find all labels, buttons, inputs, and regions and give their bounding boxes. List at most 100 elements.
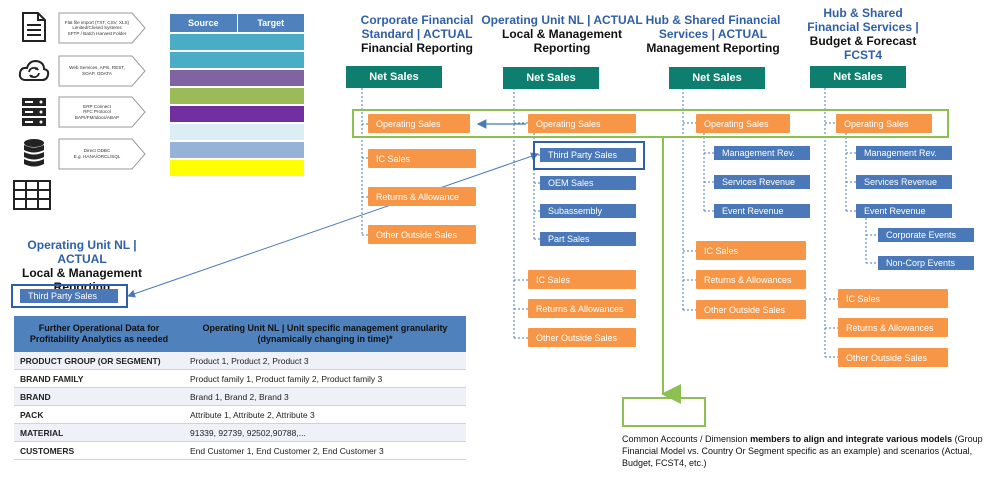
detail-box-highlight bbox=[11, 284, 128, 308]
operating-sales-box: Operating Sales bbox=[528, 114, 636, 133]
source-line: Web Services, APIs, REST, bbox=[69, 65, 125, 71]
mapping-row bbox=[170, 124, 304, 140]
ic-sales-box: IC Sales bbox=[696, 241, 806, 260]
net-sales-box: Net Sales bbox=[346, 66, 442, 88]
title-blue: Corporate Financial Standard | ACTUAL bbox=[360, 13, 474, 41]
column-title-opunit: Operating Unit NL | ACTUAL Local & Manag… bbox=[480, 13, 644, 55]
server-icon bbox=[18, 97, 50, 127]
returns-allowances-box: Returns & Allowances bbox=[528, 299, 636, 318]
source-line: SFTP / Batch Harvest Folder bbox=[67, 30, 127, 36]
row-dimension: PACK bbox=[14, 405, 184, 424]
mapping-row bbox=[170, 34, 304, 50]
legend-bold: members to align and integrate various m… bbox=[750, 434, 953, 444]
row-values: End Customer 1, End Customer 2, End Cust… bbox=[184, 441, 466, 460]
net-sales-box: Net Sales bbox=[503, 67, 599, 89]
other-outside-sales-box: Other Outside Sales bbox=[368, 225, 476, 244]
operating-sales-box: Operating Sales bbox=[836, 114, 932, 133]
source-line: BAPI/FM/Idocs/ABAP bbox=[74, 114, 120, 120]
ic-sales-box: IC Sales bbox=[368, 149, 476, 168]
table-row: PRODUCT GROUP (OR SEGMENT)Product 1, Pro… bbox=[14, 352, 466, 370]
source-arrow-webservices: Web Services, APIs, REST,SOAP, ODATA bbox=[58, 55, 146, 87]
source-line: Limited/Closed Systems bbox=[72, 25, 122, 31]
title-blue-2: FCST4 bbox=[843, 48, 882, 62]
net-sales-box: Net Sales bbox=[669, 67, 765, 89]
table-header: Operating Unit NL | Unit specific manage… bbox=[184, 316, 466, 352]
row-dimension: PRODUCT GROUP (OR SEGMENT) bbox=[14, 352, 184, 370]
title-dark: Local & Management Reporting bbox=[501, 27, 623, 55]
operating-sales-box: Operating Sales bbox=[696, 114, 790, 133]
returns-allowance-box: Returns & Allowance bbox=[368, 187, 476, 206]
source-line: E.g. HANA/ORCL/SQL bbox=[73, 154, 121, 159]
title-blue: Hub & Shared Financial Services | bbox=[807, 6, 919, 34]
ic-sales-box: IC Sales bbox=[838, 289, 948, 308]
title-dark: Management Reporting bbox=[646, 41, 780, 55]
row-values: Product 1, Product 2, Product 3 bbox=[184, 352, 466, 370]
row-values: Product family 1, Product family 2, Prod… bbox=[184, 369, 466, 388]
management-rev-box: Management Rev. bbox=[856, 146, 952, 160]
oem-sales-box: OEM Sales bbox=[540, 176, 636, 190]
third-party-sales-box: Third Party Sales bbox=[540, 148, 636, 162]
table-header: Further Operational Data for Profitabili… bbox=[14, 316, 184, 352]
source-column-label: Source bbox=[187, 18, 219, 28]
subassembly-box: Subassembly bbox=[540, 204, 636, 218]
legend-plain: Common Accounts / Dimension bbox=[622, 434, 751, 444]
title-dark: Financial Reporting bbox=[360, 41, 473, 55]
mapping-row bbox=[170, 52, 304, 68]
mapping-row bbox=[170, 106, 304, 122]
net-sales-box: Net Sales bbox=[810, 66, 906, 88]
legend-text: Common Accounts / Dimension members to a… bbox=[622, 433, 990, 469]
other-outside-sales-box: Other Outside Sales bbox=[528, 328, 636, 347]
document-icon bbox=[18, 12, 50, 42]
title-dark: Budget & Forecast bbox=[809, 34, 917, 48]
operating-sales-box: Operating Sales bbox=[368, 114, 470, 133]
event-revenue-box: Event Revenue bbox=[714, 204, 810, 218]
mapping-row bbox=[170, 88, 304, 104]
mapping-row bbox=[170, 142, 304, 158]
third-party-sales-highlight bbox=[533, 141, 645, 170]
source-line: SOAP, ODATA bbox=[82, 71, 112, 76]
source-line: Flat file import (TXT, CSV, XLS) bbox=[64, 19, 130, 25]
row-values: Brand 1, Brand 2, Brand 3 bbox=[184, 387, 466, 406]
source-line: Direct ODBC bbox=[83, 148, 111, 154]
event-revenue-box: Event Revenue bbox=[856, 204, 952, 218]
row-values: Attribute 1, Attribute 2, Attribute 3 bbox=[184, 405, 466, 424]
title-blue: Operating Unit NL | ACTUAL bbox=[481, 13, 643, 27]
source-line: RFC Protocol bbox=[83, 109, 111, 115]
mapping-row bbox=[170, 70, 304, 86]
cloud-sync-icon bbox=[18, 56, 50, 86]
returns-allowances-box: Returns & Allowances bbox=[696, 270, 806, 289]
row-dimension: BRAND FAMILY bbox=[14, 369, 184, 388]
other-outside-sales-box: Other Outside Sales bbox=[838, 348, 948, 367]
common-accounts-band bbox=[352, 109, 949, 138]
title-blue: Hub & Shared Financial Services | ACTUAL bbox=[645, 13, 781, 41]
part-sales-box: Part Sales bbox=[540, 232, 636, 246]
legend-rest: (Group Financial Model vs. Country Or Se… bbox=[622, 434, 983, 468]
mapping-row bbox=[170, 160, 304, 176]
title-blue: Operating Unit NL | ACTUAL bbox=[27, 238, 137, 266]
row-values: 91339, 92739, 92502,90788,... bbox=[184, 423, 466, 442]
third-party-sales-detail-box: Third Party Sales bbox=[20, 289, 118, 303]
source-arrow-flatfile: Flat file import (TXT, CSV, XLS)Limited/… bbox=[58, 12, 146, 44]
operational-data-table: Further Operational Data for Profitabili… bbox=[14, 316, 466, 460]
row-dimension: CUSTOMERS bbox=[14, 441, 184, 460]
table-grid-icon bbox=[12, 180, 52, 210]
returns-allowances-box: Returns & Allowances bbox=[838, 318, 948, 337]
ic-sales-box: IC Sales bbox=[528, 270, 636, 289]
column-title-hub-budget: Hub & Shared Financial Services | Budget… bbox=[804, 6, 922, 62]
row-dimension: MATERIAL bbox=[14, 423, 184, 442]
column-title-corporate: Corporate Financial Standard | ACTUAL Fi… bbox=[356, 13, 478, 55]
source-line: ERP Connect bbox=[83, 103, 111, 109]
services-revenue-box: Services Revenue bbox=[856, 175, 952, 189]
row-dimension: BRAND bbox=[14, 387, 184, 406]
services-revenue-box: Services Revenue bbox=[714, 175, 810, 189]
mapping-header: Source Target bbox=[170, 14, 304, 32]
other-outside-sales-box: Other Outside Sales bbox=[696, 300, 806, 319]
management-rev-box: Management Rev. bbox=[714, 146, 810, 160]
